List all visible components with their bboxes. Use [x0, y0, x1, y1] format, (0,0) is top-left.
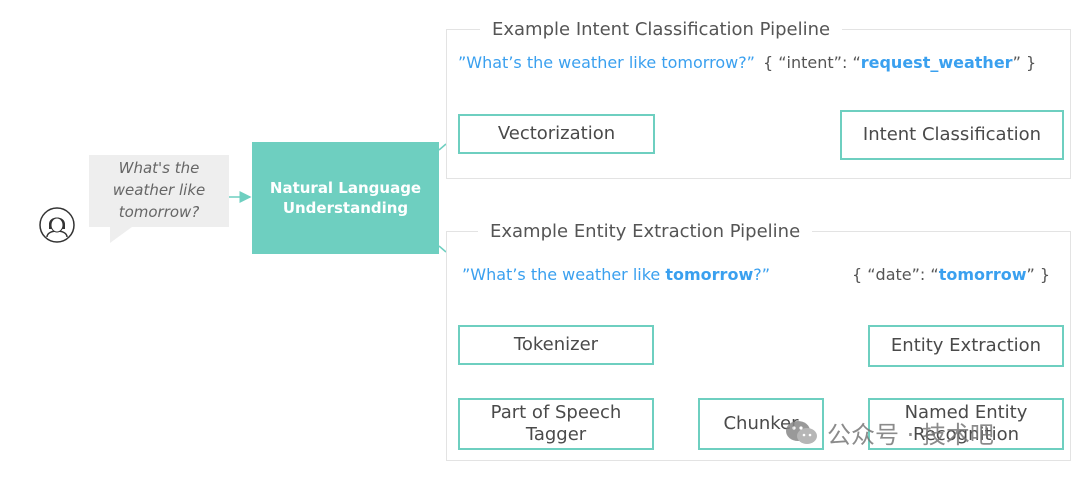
step-ner: Named Entity Recognition [868, 398, 1064, 450]
entity-pipeline-title: Example Entity Extraction Pipeline [478, 221, 813, 242]
entity-output-prefix: { “date”: “ [852, 265, 939, 284]
step-intent-classification: Intent Classification [840, 110, 1064, 160]
entity-output: { “date”: “tomorrow” } [852, 265, 1050, 284]
user-speech-bubble: What's the weather like tomorrow? [89, 155, 229, 227]
nlu-box: Natural Language Understanding [252, 142, 439, 254]
intent-output-prefix: { “intent”: “ [763, 53, 861, 72]
entity-query-suffix: ?” [753, 265, 770, 284]
step-tokenizer: Tokenizer [458, 325, 654, 365]
wechat-icon [786, 420, 817, 444]
entity-output-suffix: ” } [1026, 265, 1051, 284]
speech-bubble-tail [110, 227, 132, 243]
entity-query: ”What’s the weather like tomorrow?” [462, 265, 770, 284]
entity-output-value: tomorrow [938, 265, 1027, 284]
entity-query-prefix: ”What’s the weather like [462, 265, 666, 284]
intent-pipeline-title: Example Intent Classification Pipeline [480, 19, 843, 40]
user-avatar-icon [39, 207, 75, 243]
intent-output-suffix: ” } [1012, 53, 1037, 72]
watermark-text: 公众号 · 技术吧 [827, 421, 994, 449]
entity-query-highlight: tomorrow [665, 265, 754, 284]
step-entity-extraction: Entity Extraction [868, 325, 1064, 367]
intent-output: { “intent”: “request_weather” } [763, 53, 1036, 72]
step-pos-tagger: Part of Speech Tagger [458, 398, 654, 450]
intent-output-value: request_weather [860, 53, 1013, 72]
watermark: 公众号 · 技术吧 [785, 415, 994, 450]
intent-query: ”What’s the weather like tomorrow?” [458, 53, 755, 72]
step-vectorization: Vectorization [458, 114, 655, 154]
